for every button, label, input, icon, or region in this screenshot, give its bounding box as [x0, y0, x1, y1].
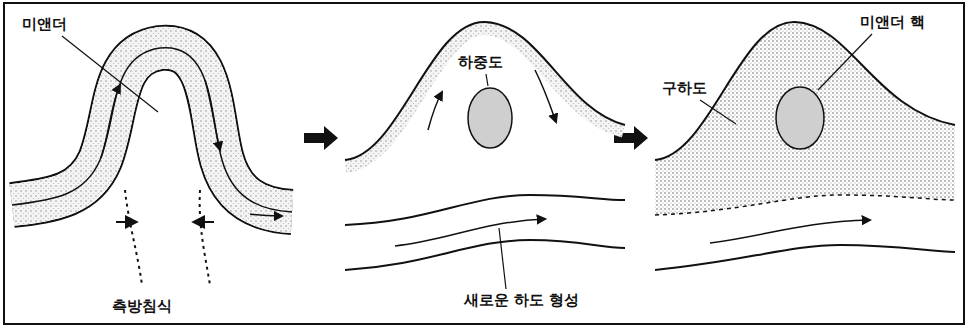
panel-meander-core [655, 22, 955, 270]
leader-line [486, 74, 488, 86]
frame [4, 3, 964, 324]
panel-meander [6, 36, 292, 285]
leader-line [62, 36, 158, 112]
part-label: 측방침식 [110, 296, 174, 316]
part-label: 새로운 하도 형성 [462, 290, 581, 310]
leader-line [700, 100, 736, 124]
part-label: 미앤더 핵 [858, 12, 927, 32]
step-arrow [304, 126, 338, 150]
part-label: 하중도 [456, 52, 505, 72]
leader-line [499, 228, 506, 289]
part-label: 구하도 [660, 78, 709, 98]
leader-line [818, 34, 872, 90]
part-label: 미앤더 [20, 14, 69, 34]
panel-island [345, 22, 625, 289]
